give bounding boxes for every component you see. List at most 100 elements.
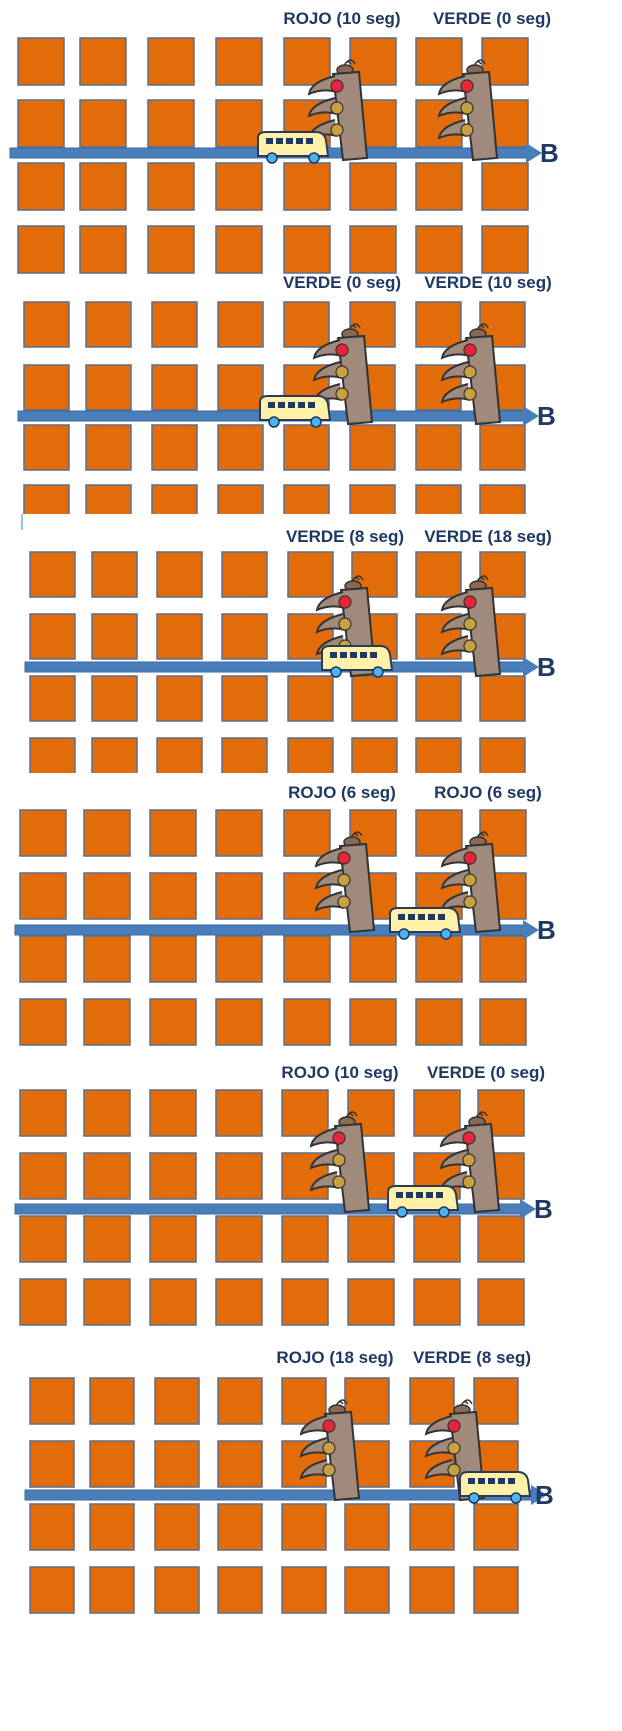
city-block [86,365,131,410]
city-block [157,738,202,783]
light-2-status-label: VERDE (8 seg) [413,1348,531,1367]
city-block [216,1090,262,1136]
bus-wheel [397,1207,407,1217]
light-2-status-label: VERDE (10 seg) [424,273,552,292]
city-block [18,38,64,85]
bus [260,396,330,427]
city-block [222,552,267,597]
city-block [416,999,462,1045]
city-block [218,425,263,470]
city-block [80,163,126,210]
city-block [282,1279,328,1325]
city-block [480,425,525,470]
bus-wheel [469,1493,479,1503]
city-block [30,738,75,783]
bus-wheel [267,153,277,163]
city-block [18,226,64,273]
city-block [216,226,262,273]
city-block [155,1504,199,1550]
light-1-status-label: ROJO (18 seg) [276,1348,393,1367]
bus-wheel [399,929,409,939]
city-block [18,100,64,147]
bus-wheel [439,1207,449,1217]
bus-window [488,1478,495,1484]
city-block [480,936,526,982]
city-block [414,1279,460,1325]
city-block [416,163,462,210]
road-arrow [25,662,527,672]
city-block [152,425,197,470]
city-block [350,226,396,273]
city-block [148,100,194,147]
city-block [480,999,526,1045]
bus-window [398,914,405,920]
bus-window [478,1478,485,1484]
city-block [84,999,130,1045]
bus-window [428,914,435,920]
city-block [480,676,525,721]
city-block [84,1090,130,1136]
city-block [222,614,267,659]
city-block [80,100,126,147]
city-block [284,226,330,273]
bus-window [396,1192,403,1198]
city-block [20,873,66,919]
city-block [216,100,262,147]
city-block [218,1441,262,1487]
city-block [350,425,395,470]
city-block [24,485,69,530]
city-block [284,38,330,85]
city-block [148,38,194,85]
city-block [150,1279,196,1325]
city-block [218,365,263,410]
bus-window [436,1192,443,1198]
city-block [478,1216,524,1262]
city-block [480,485,525,530]
city-block [284,999,330,1045]
light-2-status-label: VERDE (0 seg) [427,1063,545,1082]
city-block [30,552,75,597]
city-block [84,810,130,856]
destination-label: B [537,915,556,945]
city-block [216,163,262,210]
city-block [92,614,137,659]
city-block [148,226,194,273]
city-block [150,873,196,919]
light-1-status-label: ROJO (10 seg) [281,1063,398,1082]
bus-window [416,1192,423,1198]
city-block [92,552,137,597]
city-block [20,999,66,1045]
city-block [416,38,462,85]
bus-window [296,138,303,144]
bus-window [508,1478,515,1484]
city-block [24,365,69,410]
city-block [150,936,196,982]
bus-window [330,652,337,658]
bus-window [408,914,415,920]
city-block [90,1504,134,1550]
light-1-status-label: ROJO (10 seg) [283,9,400,28]
bus-wheel [511,1493,521,1503]
city-block [24,425,69,470]
destination-label: B [537,652,556,682]
city-block [414,1090,460,1136]
bus-window [276,138,283,144]
city-block [478,1279,524,1325]
city-block [282,1090,328,1136]
city-block [150,1216,196,1262]
bus-wheel [311,417,321,427]
city-block [288,676,333,721]
light-2-status-label: VERDE (18 seg) [424,527,552,546]
city-block [345,1504,389,1550]
city-block [352,676,397,721]
city-block [216,1279,262,1325]
city-block [30,676,75,721]
city-block [20,1216,66,1262]
city-block [20,936,66,982]
city-block [416,676,461,721]
city-block [150,1153,196,1199]
city-block [282,1216,328,1262]
city-block [152,485,197,530]
